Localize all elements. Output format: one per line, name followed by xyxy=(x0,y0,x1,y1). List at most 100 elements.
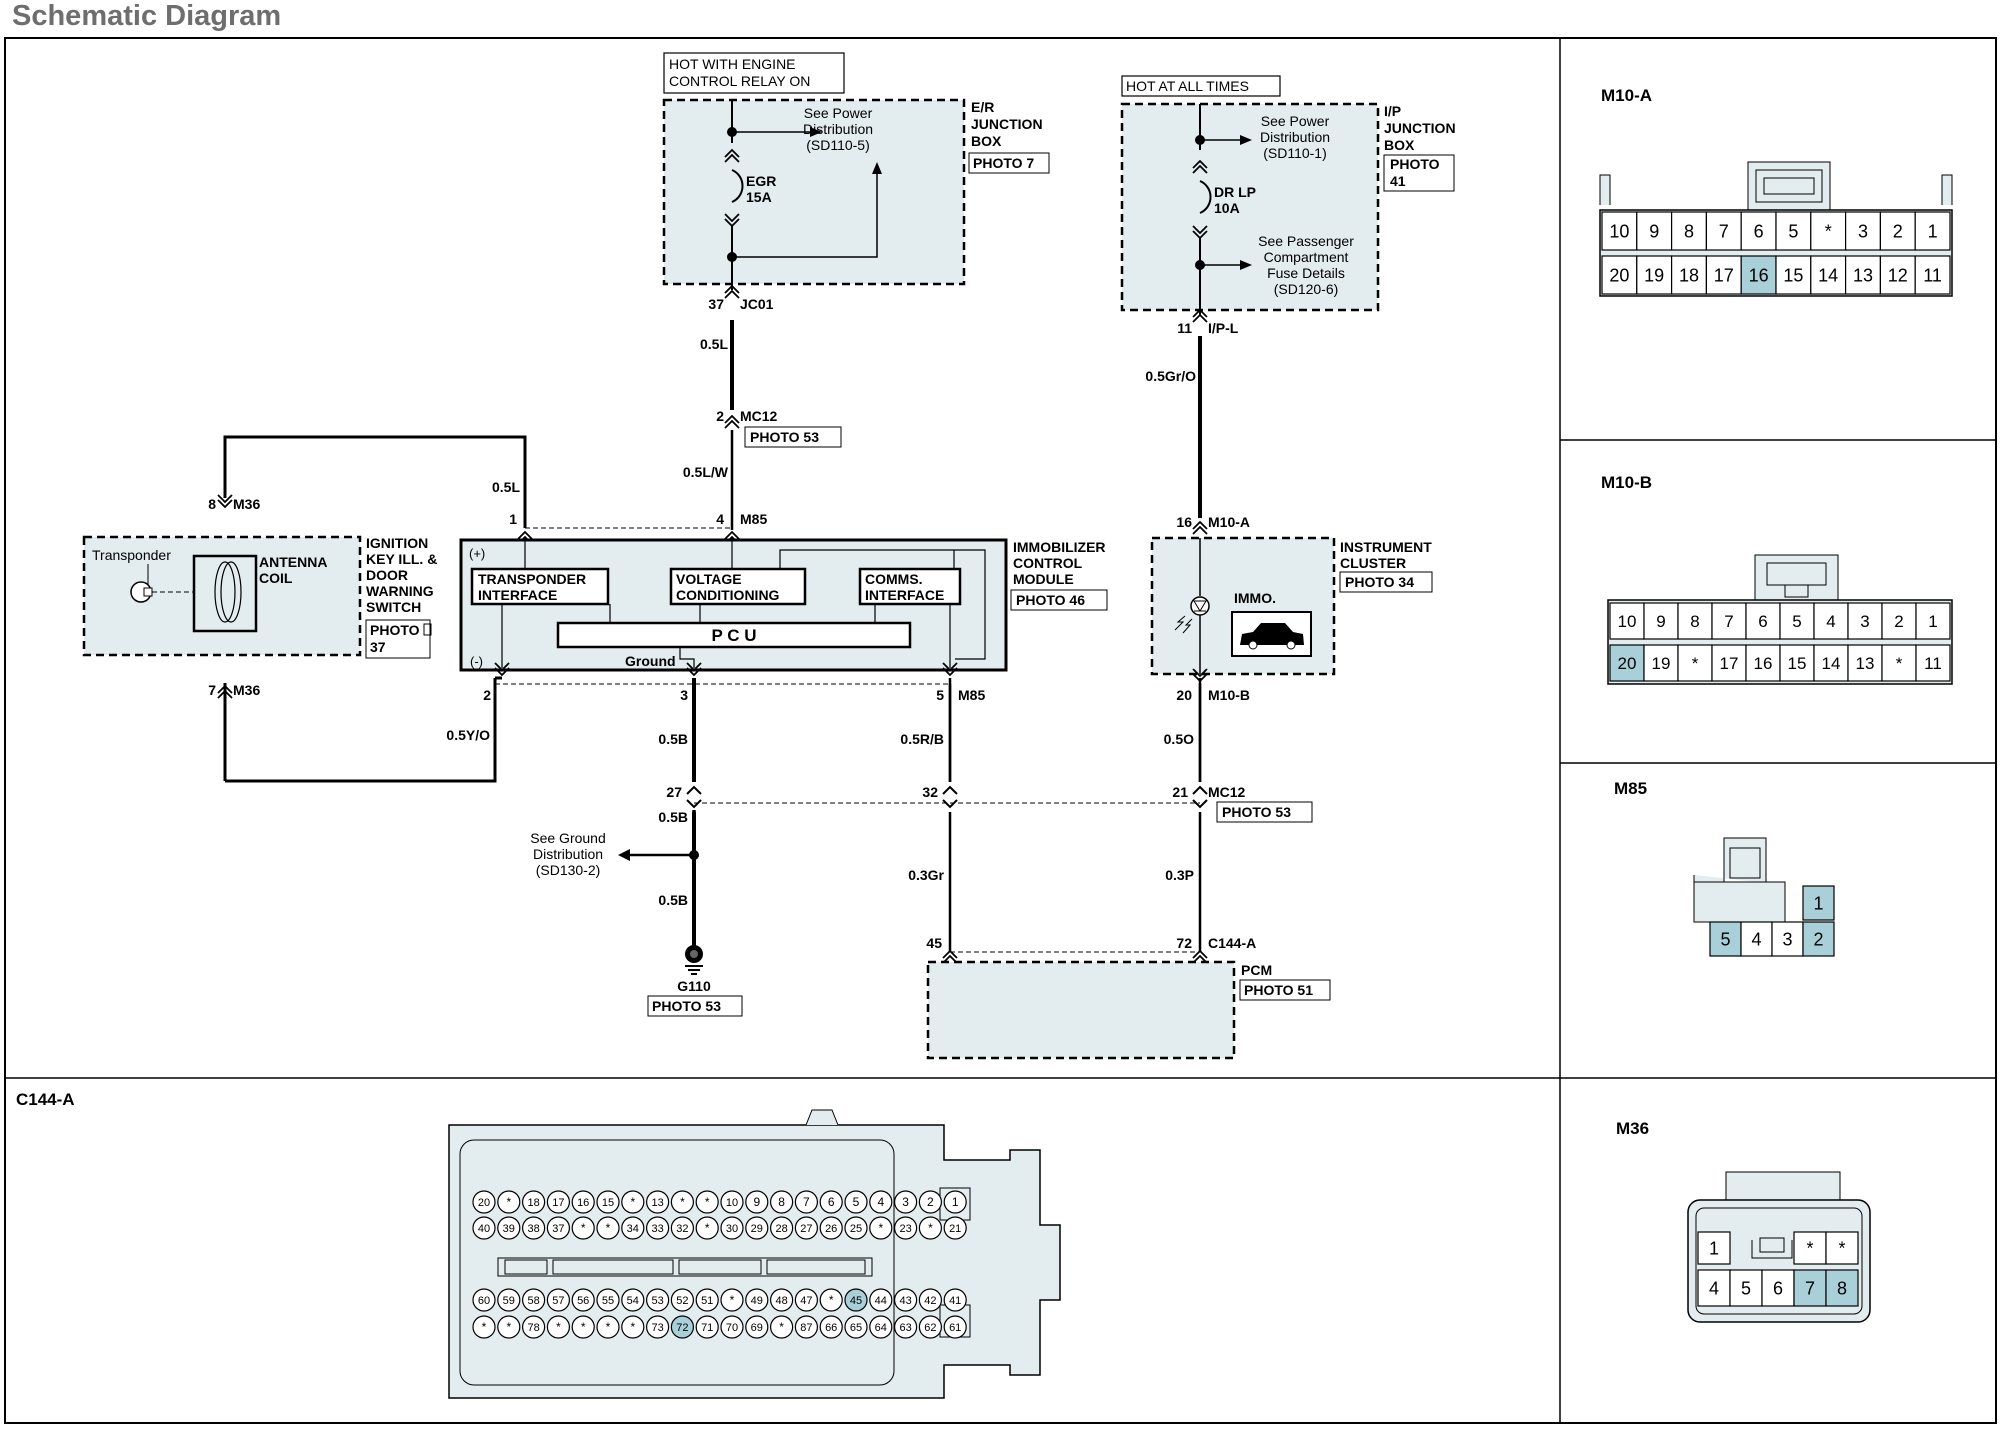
er-box-name-3: BOX xyxy=(971,133,1002,149)
instrument-cluster: 16 M10-A INSTRUMENT CLUSTER PHOTO 34 IMM… xyxy=(1150,514,1433,790)
pin-cell xyxy=(1802,921,1835,957)
c144a-pin xyxy=(472,1315,496,1339)
ip-conn-ipl: I/P-L xyxy=(1208,320,1239,336)
pin-label: 9 xyxy=(1656,612,1665,631)
ground-dist-1: See Ground xyxy=(530,830,606,846)
c144a-pin-label: * xyxy=(556,1320,561,1334)
c144a-pin xyxy=(621,1315,645,1339)
m36-conn-top: M36 xyxy=(233,496,260,512)
icm-plus: (+) xyxy=(469,546,485,561)
wire-label-05yo: 0.5Y/O xyxy=(446,727,490,743)
c144a-pin-label: 61 xyxy=(949,1322,961,1334)
c144a-pin-label: * xyxy=(581,1221,586,1235)
wire-label-03gr: 0.3Gr xyxy=(908,867,944,883)
icm-pin-1: 1 xyxy=(509,511,517,527)
pin-label: 3 xyxy=(1782,929,1792,949)
pin-cell xyxy=(1670,255,1707,295)
c144a-pin-label: 34 xyxy=(627,1223,639,1235)
c144a-pin xyxy=(918,1216,943,1240)
pin-cell xyxy=(1847,602,1883,640)
c144a-pin-label: 8 xyxy=(778,1195,785,1209)
pin-label: 17 xyxy=(1714,265,1734,285)
pin-cell xyxy=(1677,644,1713,682)
er-box-name-1: E/R xyxy=(971,99,994,115)
pin-cell xyxy=(1793,1269,1827,1307)
c144a-pin-label: 47 xyxy=(800,1295,812,1307)
ip-photo-1: PHOTO xyxy=(1390,156,1440,172)
icm-photo: PHOTO 46 xyxy=(1016,592,1085,608)
c144a-pin-label: 4 xyxy=(877,1195,884,1209)
c144a-pin-label: * xyxy=(506,1320,511,1334)
er-fuse-name: EGR xyxy=(746,173,776,189)
pin-label: * xyxy=(1806,1238,1813,1258)
c144a-pin-label: 38 xyxy=(527,1223,539,1235)
c144a-pin-label: 5 xyxy=(853,1195,860,1209)
m36-pin-8: 8 xyxy=(208,496,216,512)
c144a-pin xyxy=(497,1315,521,1339)
c144a-pin xyxy=(695,1288,719,1312)
c144a-pin-label: 44 xyxy=(875,1295,887,1307)
c144a-pin xyxy=(472,1216,496,1240)
c144a-pin xyxy=(546,1190,571,1214)
c144a-pin xyxy=(621,1216,645,1240)
c144a-pin-label: 49 xyxy=(751,1295,763,1307)
ip-pin-11: 11 xyxy=(1177,320,1192,336)
cluster-name-1: INSTRUMENT xyxy=(1340,539,1432,555)
pcm-pin-72: 72 xyxy=(1176,935,1192,951)
ground-distribution: See Ground Distribution (SD130-2) 0.5B G… xyxy=(530,810,743,1017)
c144a-pin-label: 23 xyxy=(899,1223,911,1235)
c144a-pin-label: 48 xyxy=(775,1295,787,1307)
c144a-pin xyxy=(571,1288,595,1312)
c144a-pin xyxy=(670,1288,695,1312)
antenna-coil-2: COIL xyxy=(259,570,293,586)
c144a-pin xyxy=(596,1190,620,1214)
pcm-conn: C144-A xyxy=(1208,935,1256,951)
wire-label-05b-2: 0.5B xyxy=(658,809,688,825)
pin-label: 20 xyxy=(1609,265,1629,285)
c144a-pin xyxy=(695,1216,719,1240)
pin-cell xyxy=(1745,602,1781,640)
c144a-pin xyxy=(645,1190,670,1214)
mc12-pin-27: 27 xyxy=(666,784,682,800)
c144a-pin-label: 59 xyxy=(503,1295,515,1307)
c144a-pin-label: 72 xyxy=(676,1322,688,1334)
ip-hot-label: HOT AT ALL TIMES xyxy=(1126,78,1249,94)
c144a-pin-label: 18 xyxy=(527,1197,539,1209)
er-fuse-rating: 15A xyxy=(746,189,772,205)
c144a-pin xyxy=(794,1288,819,1312)
c144a-pin xyxy=(546,1216,571,1240)
ip-box-name-2: JUNCTION xyxy=(1384,120,1456,136)
pin-label: 13 xyxy=(1853,265,1873,285)
c144a-pin-label: * xyxy=(506,1195,511,1209)
pin-label: * xyxy=(1692,654,1699,673)
ip-box-name-1: I/P xyxy=(1384,103,1401,119)
pin-cell xyxy=(1810,211,1847,251)
pin-cell xyxy=(1915,644,1951,682)
wire-label-05l-top: 0.5L xyxy=(700,336,728,352)
c144a-pin-label: 39 xyxy=(503,1223,515,1235)
pin-label: 9 xyxy=(1649,221,1659,241)
antenna-coil-1: ANTENNA xyxy=(259,554,327,570)
pin-cell xyxy=(1677,602,1713,640)
pin-label: 3 xyxy=(1860,612,1869,631)
pcm-module: 45 72 C144-A PCM PHOTO 51 xyxy=(926,935,1331,1060)
ign-switch-name-3: DOOR xyxy=(366,567,408,583)
c144a-pin-label: 40 xyxy=(478,1223,490,1235)
c144a-pin-label: * xyxy=(878,1221,883,1235)
pin-label: 2 xyxy=(1813,929,1823,949)
pin-cell xyxy=(1643,644,1679,682)
er-hot-label-1: HOT WITH ENGINE xyxy=(669,56,796,72)
ign-photo-2: 37 xyxy=(370,639,386,655)
pcm-photo: PHOTO 51 xyxy=(1244,982,1313,998)
pin-cell xyxy=(1881,602,1917,640)
pin-label: 6 xyxy=(1773,1278,1783,1298)
wire-label-03p: 0.3P xyxy=(1165,867,1194,883)
c144a-pin xyxy=(720,1190,744,1214)
c144a-pin xyxy=(670,1216,695,1240)
c144a-pin-label: 54 xyxy=(627,1295,639,1307)
pin-label: 7 xyxy=(1805,1278,1815,1298)
ip-box-name-3: BOX xyxy=(1384,137,1415,153)
c144a-pin xyxy=(472,1288,496,1312)
m10b-title: M10-B xyxy=(1601,473,1652,492)
